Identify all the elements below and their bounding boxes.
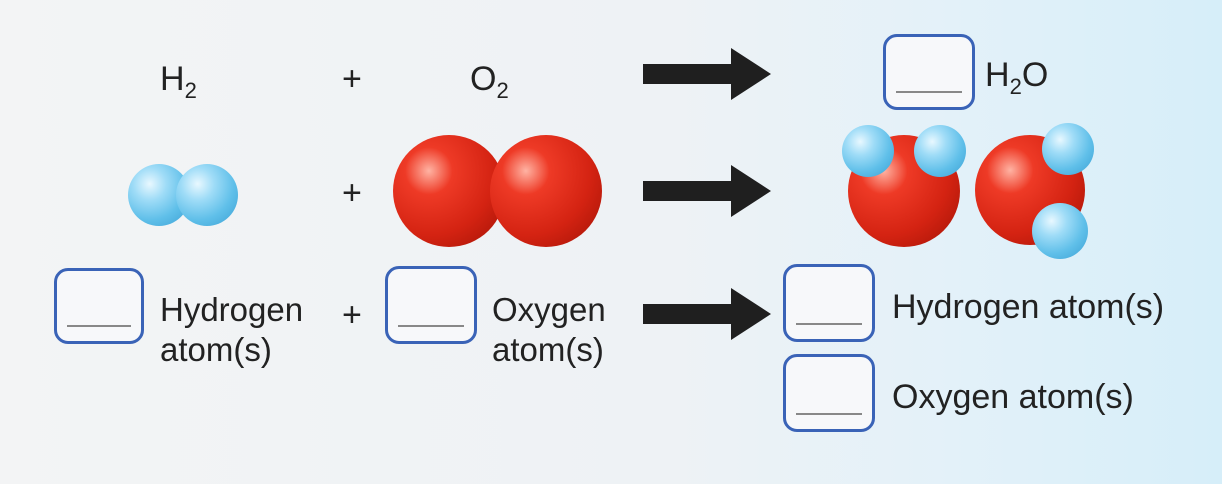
reactant-h2-formula: H2 (160, 60, 197, 102)
h2-symbol: H (160, 60, 185, 98)
count-plus-sign: + (342, 296, 362, 334)
h2-subscript: 2 (184, 78, 197, 103)
hydrogen-atom (1032, 203, 1088, 259)
label-line: Oxygen (492, 291, 606, 328)
product-coefficient-box[interactable] (883, 34, 975, 110)
count-blank-line (796, 413, 862, 415)
product-hydrogen-count-box[interactable] (783, 264, 875, 342)
oxygen-atom (490, 135, 602, 247)
label-line: Hydrogen (160, 291, 304, 328)
h2o-h-symbol: H (985, 56, 1010, 94)
o2-symbol: O (470, 60, 497, 98)
o2-subscript: 2 (496, 78, 509, 103)
product-oxygen-label: Oxygen atom(s) (892, 378, 1134, 416)
reactant-hydrogen-count-box[interactable] (54, 268, 144, 344)
hydrogen-atom (842, 125, 894, 177)
reactant-oxygen-count-box[interactable] (385, 266, 477, 344)
reactant-oxygen-label: Oxygen atom(s) (492, 290, 606, 370)
hydrogen-atom (176, 164, 238, 226)
reactant-hydrogen-label: Hydrogen atom(s) (160, 290, 303, 370)
product-hydrogen-label: Hydrogen atom(s) (892, 288, 1165, 326)
h2o-o-symbol: O (1021, 56, 1049, 94)
label-line: atom(s) (160, 331, 272, 368)
right-arrow-icon (643, 48, 771, 100)
product-h2o-formula: H2O (985, 56, 1049, 98)
label-line: atom(s) (492, 331, 604, 368)
oxygen-atom (393, 135, 505, 247)
count-blank-line (398, 325, 464, 327)
coefficient-blank-line (896, 91, 962, 93)
product-oxygen-count-box[interactable] (783, 354, 875, 432)
hydrogen-atom (1042, 123, 1094, 175)
count-blank-line (67, 325, 131, 327)
right-arrow-icon (643, 165, 771, 217)
model-plus-sign: + (342, 174, 362, 212)
count-blank-line (796, 323, 862, 325)
equation-plus-sign: + (342, 60, 362, 98)
reactant-o2-formula: O2 (470, 60, 509, 102)
hydrogen-atom (914, 125, 966, 177)
h2o-subscript: 2 (1009, 74, 1022, 99)
right-arrow-icon (643, 288, 771, 340)
